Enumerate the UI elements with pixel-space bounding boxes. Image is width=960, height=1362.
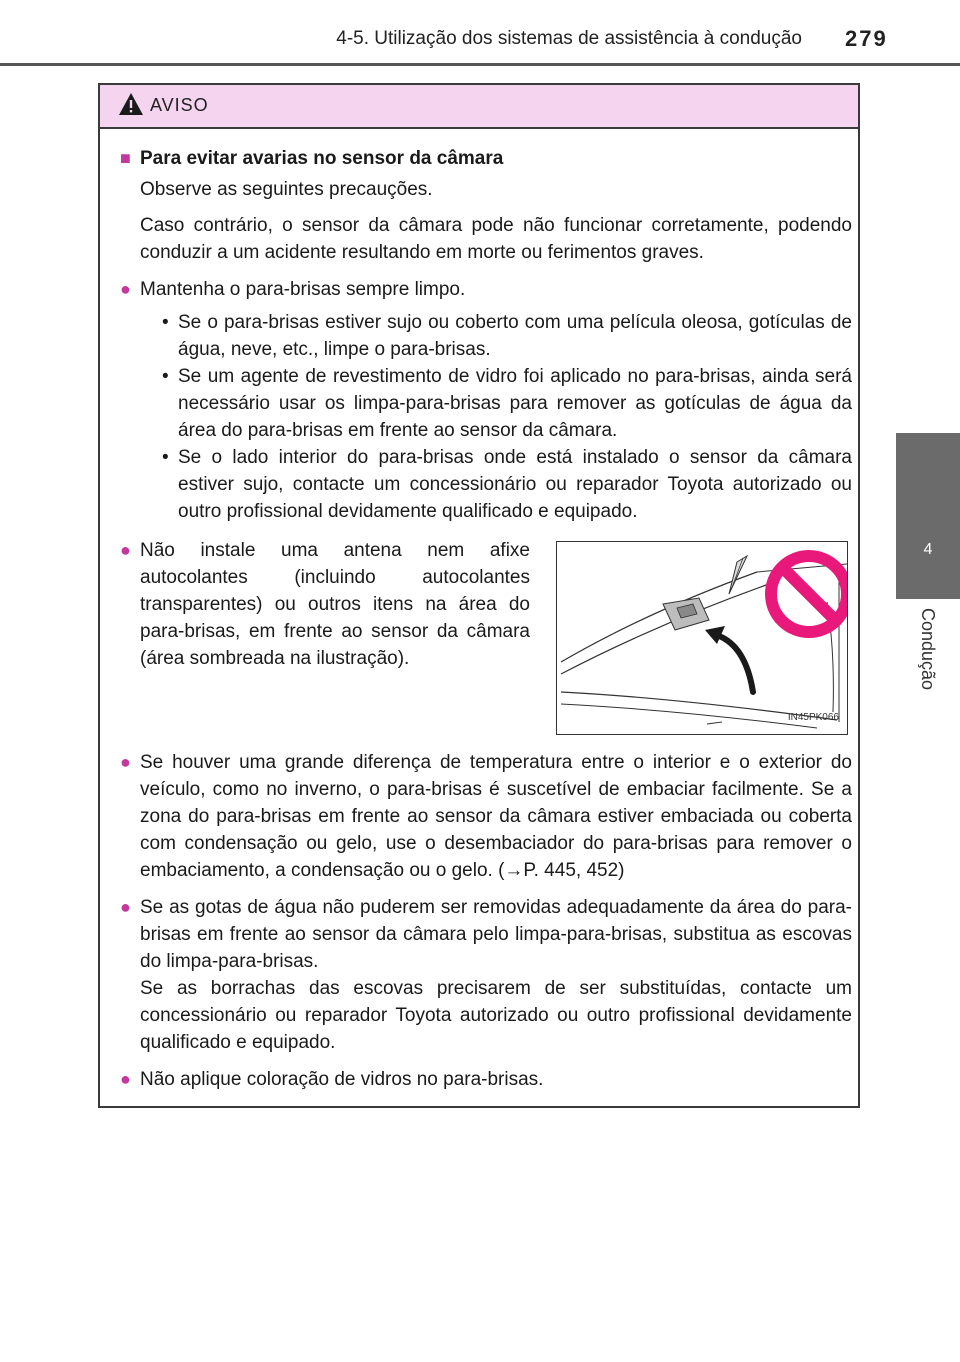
circle-bullet-icon: ● <box>120 1069 131 1089</box>
list-item: ● Não instale uma antena nem afixe autoc… <box>120 537 530 735</box>
bullet-text: Se houver uma grande diferença de temper… <box>140 752 852 881</box>
warning-label: AVISO <box>150 95 209 115</box>
windshield-illustration: IN45PK066 <box>556 541 848 735</box>
figure-code: IN45PK066 <box>787 712 839 723</box>
circle-bullet-icon: ● <box>120 279 131 299</box>
circle-bullet-icon: ● <box>120 897 131 917</box>
bullet-text: Mantenha o para-brisas sempre limpo. <box>140 279 466 300</box>
figure-row: ● Não instale uma antena nem afixe autoc… <box>120 537 852 735</box>
chapter-title: 4-5. Utilização dos sistemas de assistên… <box>336 28 802 49</box>
sub-list-item: • Se o para-brisas estiver sujo ou cober… <box>158 309 852 363</box>
list-item: ● Mantenha o para-brisas sempre limpo. <box>120 276 852 303</box>
sub-bullet-icon: • <box>162 366 169 387</box>
list-item: ● Não aplique coloração de vidros no par… <box>120 1066 852 1093</box>
square-bullet-icon: ■ <box>120 148 131 168</box>
list-item: ● Se houver uma grande diferença de temp… <box>120 749 852 884</box>
sub-bullet-text: Se um agente de revestimento de vidro fo… <box>178 366 852 441</box>
circle-bullet-icon: ● <box>120 752 131 772</box>
warning-content: ■ Para evitar avarias no sensor da câmar… <box>120 145 852 1093</box>
sub-list-item: • Se o lado interior do para-brisas onde… <box>158 444 852 525</box>
bullet-text: Não instale uma antena nem afixe autocol… <box>140 540 530 669</box>
sub-list: • Se o para-brisas estiver sujo ou cober… <box>120 309 852 525</box>
bullet-text: Não aplique coloração de vidros no para-… <box>140 1069 544 1090</box>
bullet-body: Se as gotas de água não puderem ser remo… <box>140 894 852 1056</box>
chapter-tab-label: Condução <box>918 608 938 691</box>
chapter-tab[interactable]: 4 <box>896 433 960 599</box>
sub-bullet-text: Se o lado interior do para-brisas onde e… <box>178 447 852 522</box>
intro-paragraph-2: Caso contrário, o sensor da câmara pode … <box>140 215 852 263</box>
list-item: ● Se as gotas de água não puderem ser re… <box>120 894 852 1056</box>
warning-triangle-icon <box>119 93 143 115</box>
section-heading-text: Para evitar avarias no sensor da câmara <box>140 148 504 169</box>
header-rule <box>0 63 960 66</box>
section-heading: ■ Para evitar avarias no sensor da câmar… <box>120 145 852 172</box>
sub-bullet-icon: • <box>162 447 169 468</box>
warning-box: AVISO ■ Para evitar avarias no sensor da… <box>98 83 860 1108</box>
page-number: 279 <box>845 26 888 51</box>
circle-bullet-icon: ● <box>120 540 131 560</box>
bullet-text: Se as gotas de água não puderem ser remo… <box>140 897 852 972</box>
chapter-tab-number: 4 <box>923 541 933 558</box>
sub-list-item: • Se um agente de revestimento de vidro … <box>158 363 852 444</box>
sub-bullet-icon: • <box>162 312 169 333</box>
windshield-drawing <box>560 550 847 729</box>
bullet-text-extra: Se as borrachas das escovas precisarem d… <box>140 978 852 1053</box>
sub-bullet-text: Se o para-brisas estiver sujo ou coberto… <box>178 312 852 360</box>
warning-header: AVISO <box>100 85 858 129</box>
intro-paragraph-1: Observe as seguintes precauções. <box>140 179 433 200</box>
